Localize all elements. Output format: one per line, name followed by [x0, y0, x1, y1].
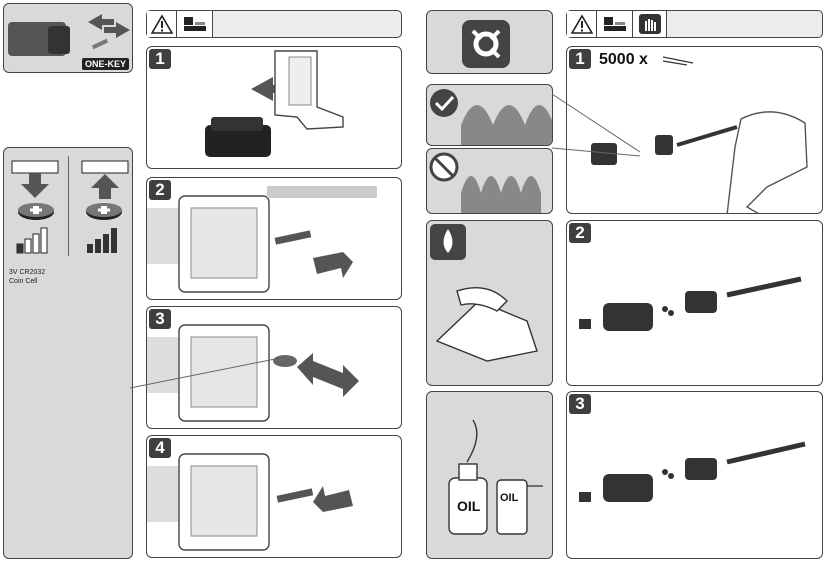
oil-bottles-panel: OIL OIL	[426, 391, 553, 559]
onekey-logo: ONE-KEY	[81, 58, 129, 70]
oil-label: OIL	[457, 498, 481, 514]
prohibited-panel	[426, 148, 553, 214]
signal-bars-icon	[86, 226, 122, 254]
step-number: 2	[149, 180, 171, 200]
check-ok-panel	[426, 84, 553, 146]
right-step-3: 3	[566, 391, 823, 559]
coin-cell-panel: 3V CR2032 Coin Cell	[3, 147, 133, 559]
insert-arrow-down-icon	[10, 160, 62, 200]
insert-arrow-up-icon	[80, 160, 132, 200]
battery-charger-icon	[177, 11, 213, 37]
left-step-3: 3	[146, 306, 402, 429]
coin-cell-callout-line	[129, 357, 281, 389]
step-number: 3	[149, 309, 171, 329]
step-number: 2	[569, 223, 591, 243]
step-number: 1	[569, 49, 591, 69]
step-number: 4	[149, 438, 171, 458]
right-step-2: 2	[566, 220, 823, 386]
warning-icon	[147, 11, 177, 37]
left-step-2: 2	[146, 177, 402, 300]
right-step-1: 1 5000 x	[566, 46, 823, 214]
oil-bottles-icon	[448, 419, 543, 535]
coin-cell-label: 3V CR2032 Coin Cell	[9, 269, 46, 285]
left-step-4: 4	[146, 435, 402, 558]
callout-lines	[551, 93, 641, 157]
battery-charger-icon	[597, 11, 633, 37]
oil-label: OIL	[500, 492, 519, 504]
signal-bars-icon	[16, 226, 52, 254]
maintenance-panel	[426, 10, 553, 74]
onekey-tool-thumbnail: ONE-KEY	[3, 3, 133, 73]
maintenance-gear-icon	[461, 19, 511, 69]
left-step-1: 1	[146, 46, 402, 169]
coin-cell-icon	[16, 203, 56, 221]
warning-icon	[567, 11, 597, 37]
cycle-count: 5000 x	[599, 51, 648, 68]
onekey-tool-icon	[8, 14, 130, 56]
step-number: 1	[149, 49, 171, 69]
oil-wipe-panel	[426, 220, 553, 386]
gloves-icon	[633, 11, 667, 37]
check-ok-icon	[430, 89, 458, 117]
step-number: 3	[569, 394, 591, 414]
right-header-bar	[566, 10, 823, 38]
coin-cell-icon	[84, 203, 124, 221]
left-header-bar	[146, 10, 402, 38]
